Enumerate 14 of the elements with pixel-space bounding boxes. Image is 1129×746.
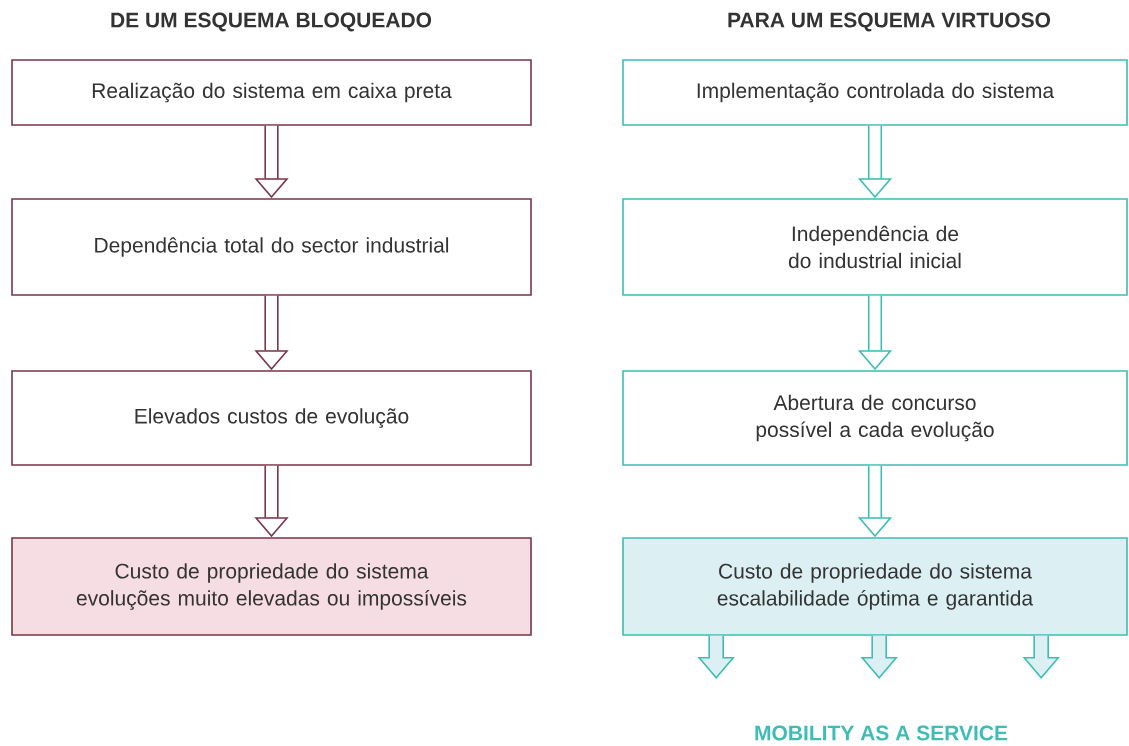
service-heading: MOBILITY AS A SERVICE: [755, 725, 1008, 741]
heading: PARA UM ESQUEMA VIRTUOSO: [728, 12, 1051, 32]
process-box: Independência de do industrial inicial: [622, 198, 1128, 296]
process-box: Abertura de concurso possível a cada evolução: [622, 370, 1128, 466]
heading: DE UM ESQUEMA BLOQUEADO: [111, 12, 432, 32]
block-arrow: [697, 635, 735, 680]
block-arrow: [1022, 635, 1060, 680]
process-box: Dependência total do sector industrial: [11, 198, 532, 296]
process-box: Custo de propriedade do sistema evoluções muito elevadas ou impossíveis: [11, 537, 532, 636]
process-box: Implementação controlada do sistema: [622, 59, 1128, 126]
process-box: Custo de propriedade do sistema escalabilidade óptima e garantida: [622, 537, 1128, 636]
block-arrow: [860, 635, 898, 680]
process-box: Realização do sistema em caixa preta: [11, 59, 532, 126]
process-box: Elevados custos de evolução: [11, 370, 532, 466]
